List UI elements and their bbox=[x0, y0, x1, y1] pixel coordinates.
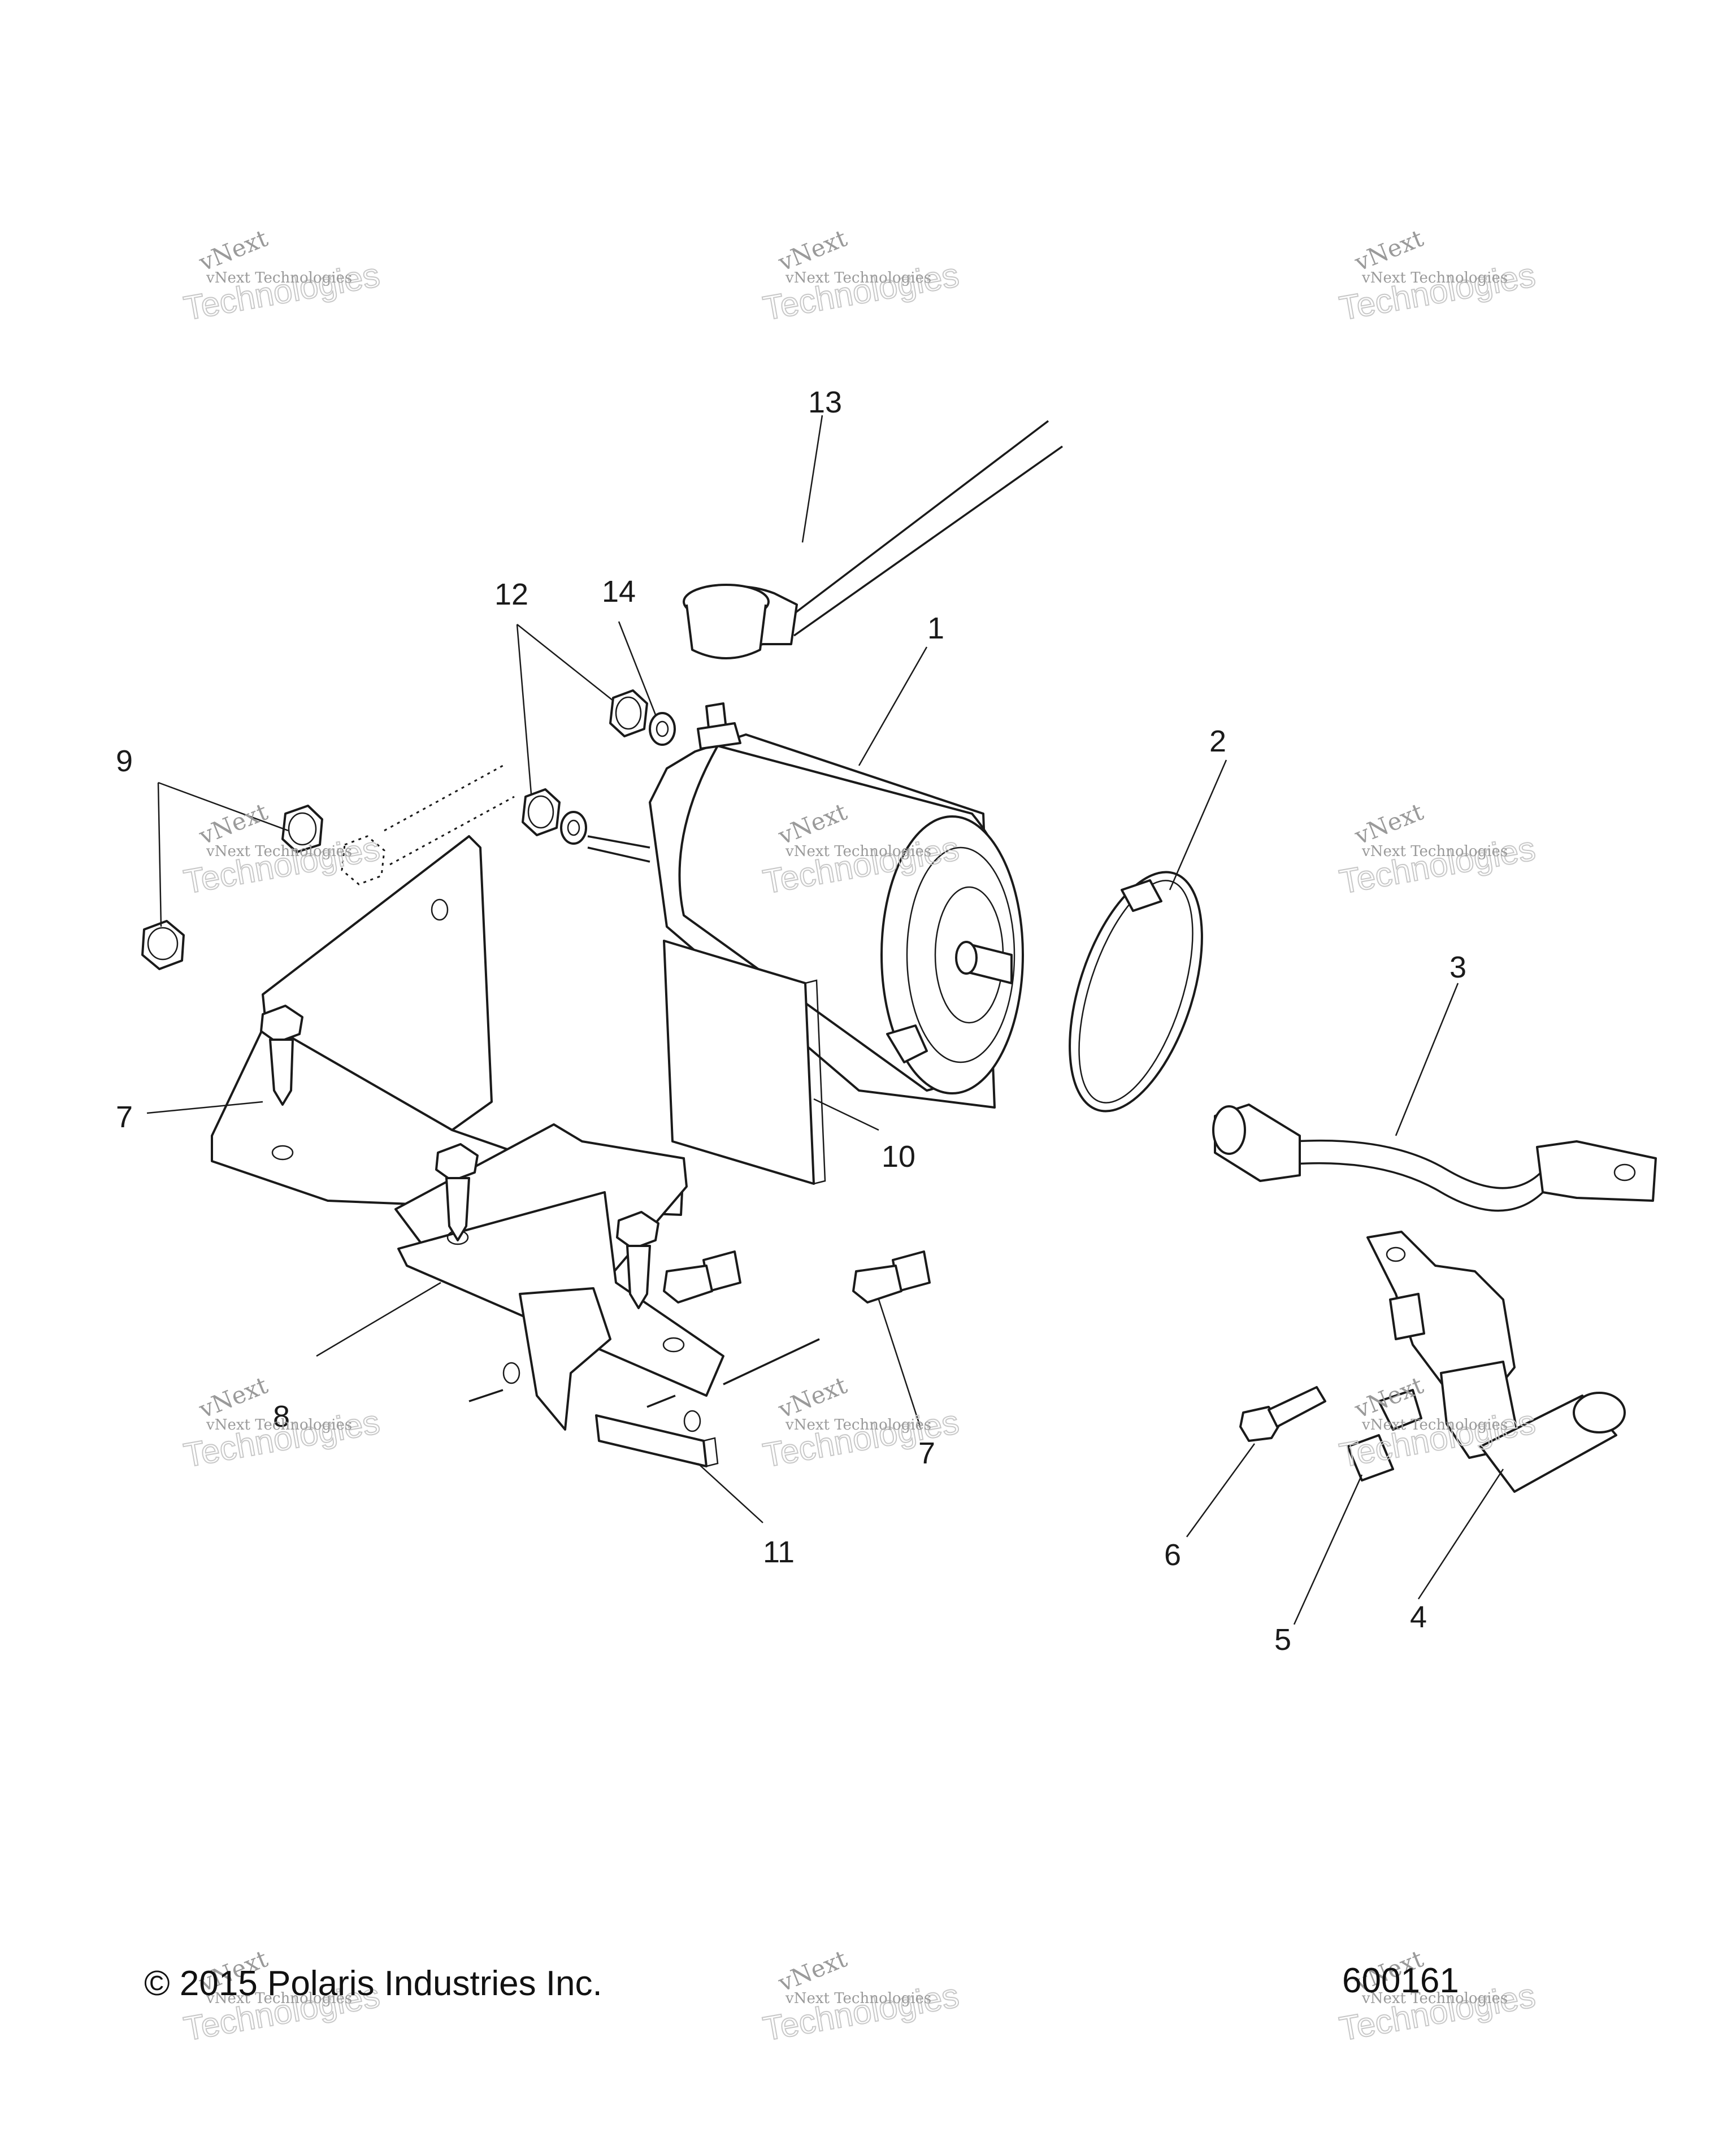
callouts: 1 2 3 4 5 6 7 7 8 9 10 11 12 13 14 bbox=[116, 385, 1466, 1657]
callout-4: 4 bbox=[1410, 1600, 1427, 1634]
copyright-text: © 2015 Polaris Industries Inc. bbox=[144, 1964, 602, 2003]
svg-text:vNext: vNext bbox=[774, 1371, 850, 1424]
part-10-pad bbox=[663, 940, 826, 1185]
callout-14: 14 bbox=[602, 575, 636, 609]
callout-6: 6 bbox=[1164, 1538, 1181, 1572]
svg-text:vNext Technologies: vNext Technologies bbox=[1361, 1990, 1508, 2007]
callout-13: 13 bbox=[808, 385, 842, 419]
part-7-bolt-4 bbox=[663, 1250, 741, 1304]
part-6-bolt bbox=[1239, 1386, 1326, 1442]
watermark: Technologies vNext vNext Technologies bbox=[1336, 798, 1539, 902]
svg-text:vNext Technologies: vNext Technologies bbox=[785, 843, 931, 860]
part-12-nut-upper bbox=[609, 689, 648, 737]
part-2-hose-clamp bbox=[1069, 871, 1203, 1113]
svg-text:vNext: vNext bbox=[194, 1371, 271, 1424]
leader-lines bbox=[146, 415, 1504, 1625]
callout-3: 3 bbox=[1449, 950, 1466, 984]
svg-text:vNext Technologies: vNext Technologies bbox=[206, 1417, 352, 1433]
part-9-nut-lower bbox=[141, 920, 185, 970]
callout-11: 11 bbox=[763, 1535, 795, 1569]
part-5-screw bbox=[1347, 1389, 1422, 1482]
part-9-nut-dashed bbox=[341, 764, 515, 885]
svg-text:vNext Technologies: vNext Technologies bbox=[785, 1990, 931, 2007]
watermark: Technologies vNext vNext Technologies bbox=[760, 1945, 962, 2049]
svg-text:vNext Technologies: vNext Technologies bbox=[785, 1417, 931, 1433]
part-7-bolt-2 bbox=[435, 1143, 479, 1241]
svg-text:vNext Technologies: vNext Technologies bbox=[206, 270, 352, 286]
callout-2: 2 bbox=[1209, 724, 1226, 758]
watermark: Technologies vNext vNext Technologies bbox=[180, 224, 383, 328]
part-4-starter-drive bbox=[1366, 1231, 1626, 1493]
part-12-nut-lower bbox=[522, 788, 561, 836]
callout-5: 5 bbox=[1274, 1623, 1291, 1657]
callout-8: 8 bbox=[273, 1400, 290, 1433]
part-7-bolt-3 bbox=[616, 1211, 659, 1309]
svg-text:vNext: vNext bbox=[1350, 224, 1427, 277]
part-14-washer-lower bbox=[560, 811, 587, 845]
watermark: Technologies vNext vNext Technologies bbox=[1336, 224, 1539, 328]
svg-text:vNext Technologies: vNext Technologies bbox=[206, 1990, 352, 2007]
svg-text:vNext Technologies: vNext Technologies bbox=[206, 843, 352, 860]
svg-text:vNext Technologies: vNext Technologies bbox=[1361, 1417, 1508, 1433]
part-13-cable bbox=[683, 420, 1064, 659]
callout-1: 1 bbox=[927, 611, 944, 645]
watermark: Technologies vNext vNext Technologies bbox=[760, 224, 962, 328]
callout-7-left: 7 bbox=[116, 1100, 133, 1134]
figure-number: 600161 bbox=[1342, 1961, 1459, 2000]
part-8-bracket bbox=[211, 835, 820, 1432]
svg-text:vNext Technologies: vNext Technologies bbox=[785, 270, 931, 286]
part-9-nut-upper bbox=[281, 805, 323, 853]
part-14-washer-upper bbox=[649, 712, 676, 746]
svg-text:vNext: vNext bbox=[774, 224, 850, 277]
svg-text:vNext: vNext bbox=[774, 1945, 850, 1997]
svg-text:vNext: vNext bbox=[194, 224, 271, 277]
callout-10: 10 bbox=[882, 1140, 915, 1174]
svg-text:vNext Technologies: vNext Technologies bbox=[1361, 843, 1508, 860]
part-7-bolt-5 bbox=[852, 1250, 931, 1304]
part-3-ground-cable bbox=[1212, 1104, 1657, 1212]
watermark: Technologies vNext vNext Technologies bbox=[180, 798, 383, 902]
callout-9: 9 bbox=[116, 744, 133, 778]
part-7-bolt-1 bbox=[260, 1005, 303, 1106]
part-11-strip bbox=[595, 1414, 719, 1467]
svg-text:vNext: vNext bbox=[1350, 798, 1427, 850]
watermark: Technologies vNext vNext Technologies bbox=[180, 1371, 383, 1475]
callout-12: 12 bbox=[494, 577, 528, 611]
svg-text:vNext: vNext bbox=[194, 798, 271, 850]
callout-7-right: 7 bbox=[918, 1436, 935, 1470]
svg-text:vNext Technologies: vNext Technologies bbox=[1361, 270, 1508, 286]
